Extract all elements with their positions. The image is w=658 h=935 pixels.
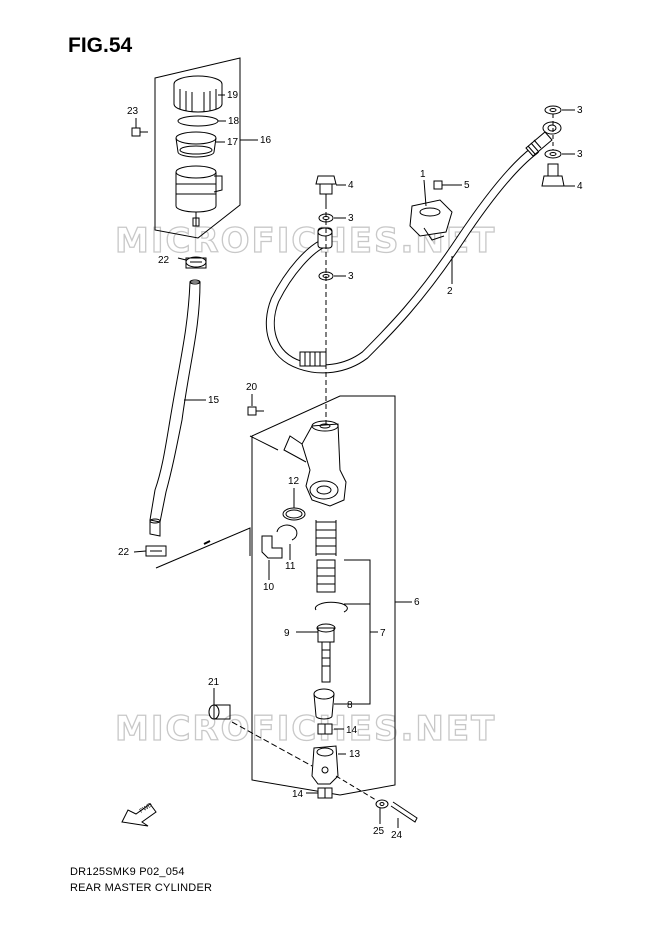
group-7-bracket: [344, 559, 371, 705]
clevis-part: [311, 745, 339, 785]
push-rod-part: [316, 623, 336, 683]
nut-14a-part: [317, 723, 333, 735]
screw-23-part: [131, 127, 148, 137]
callout-22-top: 22: [158, 255, 170, 266]
reservoir-plate-part: [177, 115, 219, 127]
hose-connector-10-part: [261, 535, 283, 559]
master-cylinder-body-part: [283, 420, 347, 507]
callout-25: 25: [373, 826, 385, 837]
screw-5-part: [433, 180, 450, 190]
hose-clamp-bottom-part: [145, 545, 167, 557]
union-bolt-right-part: [541, 163, 565, 187]
dust-boot-part: [313, 688, 335, 720]
reservoir-group-frame: [154, 57, 241, 239]
callout-22-bottom: 22: [118, 547, 130, 558]
washer-3c-part: [544, 105, 562, 115]
washer-3d-part: [544, 149, 562, 159]
circlip-11-part: [276, 524, 298, 541]
figure-title: FIG.54: [68, 34, 133, 57]
callout-14-lower: 14: [292, 789, 304, 800]
callout-23: 23: [127, 106, 139, 117]
callout-13: 13: [349, 749, 361, 760]
callout-11: 11: [285, 561, 296, 572]
callout-16: 16: [260, 135, 272, 146]
callout-5: 5: [464, 180, 470, 191]
callout-17: 17: [227, 137, 239, 148]
hose-assembly-guide: [155, 527, 251, 569]
callout-15: 15: [208, 395, 220, 406]
callout-14-upper: 14: [346, 725, 358, 736]
callout-19: 19: [227, 90, 239, 101]
screw-20-part: [247, 406, 264, 416]
piston-part: [316, 559, 336, 593]
callout-2: 2: [447, 286, 453, 297]
figure-caption: REAR MASTER CYLINDER: [70, 882, 213, 894]
watermark-bottom: MICROFICHES.NET: [115, 709, 496, 749]
callout-3-right: 3: [577, 149, 583, 160]
reservoir-cap-part: [173, 75, 223, 113]
model-code: DR125SMK9 P02_054: [70, 866, 185, 878]
callout-9: 9: [284, 628, 290, 639]
callout-18: 18: [228, 116, 240, 127]
hose-guide-part: [409, 199, 453, 241]
callout-12: 12: [288, 476, 300, 487]
cotter-pin-24-part: [390, 801, 418, 823]
washer-25-part: [375, 799, 389, 809]
callout-6: 6: [414, 597, 420, 608]
callout-10: 10: [263, 582, 275, 593]
callout-1: 1: [420, 169, 426, 180]
callout-3-upper: 3: [348, 213, 354, 224]
callout-3-lower: 3: [348, 271, 354, 282]
callout-3-top-right: 3: [577, 105, 583, 116]
hose-collar: [299, 351, 327, 367]
callout-20: 20: [246, 382, 258, 393]
master-cylinder-group-frame: [251, 395, 396, 796]
callout-4-left: 4: [348, 180, 354, 191]
circlip-part: [314, 601, 348, 613]
union-bolt-left-part: [315, 175, 337, 204]
hose-clamp-top-part: [185, 256, 207, 269]
hose-upper-fitting: [525, 121, 562, 157]
piston-spring-part: [315, 520, 337, 556]
callout-7: 7: [380, 628, 386, 639]
callout-24: 24: [391, 830, 403, 841]
nut-14b-part: [317, 787, 333, 799]
callout-8: 8: [347, 700, 353, 711]
reservoir-body-part: [175, 165, 223, 227]
diaphragm-part: [175, 131, 217, 158]
callout-4-right: 4: [577, 181, 583, 192]
clevis-pin-part: [208, 704, 231, 720]
forward-arrow-icon: [121, 803, 157, 827]
hose-lower-fitting: [317, 227, 333, 249]
callout-21: 21: [208, 677, 220, 688]
reservoir-hose-part: [149, 281, 201, 523]
